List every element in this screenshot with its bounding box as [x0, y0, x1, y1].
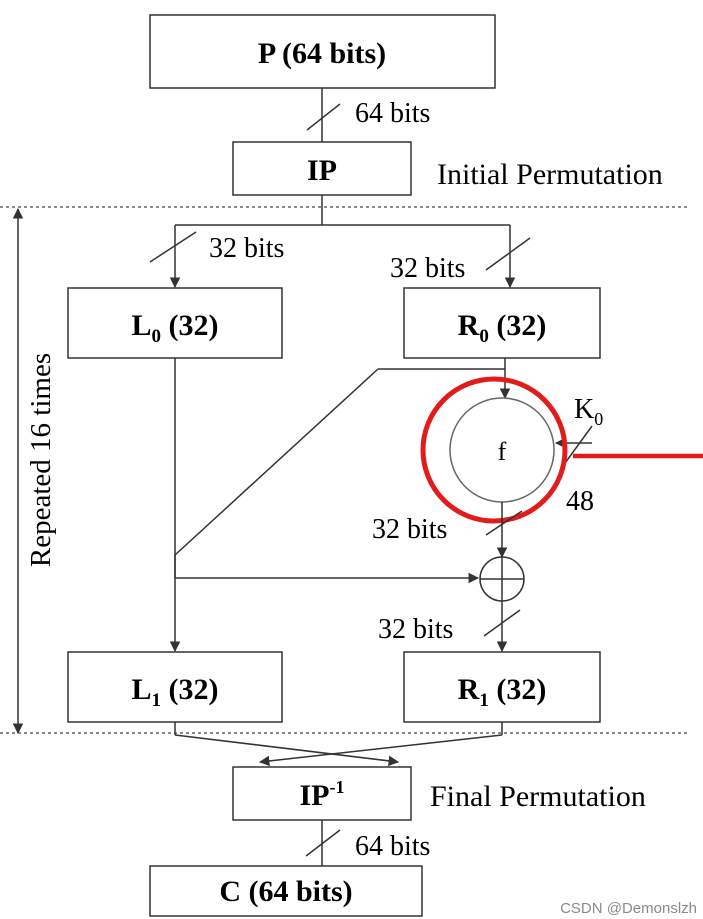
r0-box — [403, 287, 601, 359]
swap-line-right — [258, 734, 503, 767]
plaintext-box — [149, 14, 496, 89]
repeated-label: Repeated 16 times — [25, 353, 57, 567]
ip-label: IP — [307, 154, 337, 187]
bus-slash-32-f — [485, 510, 523, 536]
bus-slash-32-left — [149, 231, 197, 263]
bits-32-f-out-label: 32 bits — [372, 514, 447, 545]
bus-slash-32-right — [485, 237, 531, 271]
bits-32-right-label: 32 bits — [390, 253, 465, 284]
r0-label: R0 (32) — [458, 309, 547, 347]
bus-slash-64-bottom — [305, 829, 341, 857]
bits-64-top-label: 64 bits — [355, 98, 430, 129]
l1-label: L1 (32) — [132, 673, 219, 711]
l0-label: L0 (32) — [132, 309, 219, 347]
plaintext-label: P (64 bits) — [258, 37, 386, 70]
l1-box — [67, 651, 283, 723]
bits-32-xor-out-label: 32 bits — [378, 614, 453, 645]
r1-box — [403, 651, 601, 723]
ip-box — [232, 141, 412, 196]
ciphertext-label: C (64 bits) — [219, 875, 352, 908]
initial-permutation-label: Initial Permutation — [437, 158, 663, 191]
bits-32-left-label: 32 bits — [209, 233, 284, 264]
swap-line-left — [174, 734, 400, 767]
key-bits-label: 48 — [566, 486, 594, 517]
ip-inverse-box — [232, 766, 412, 821]
f-function-label: f — [498, 437, 507, 466]
bus-slash-64-top — [306, 103, 341, 131]
l0-box — [67, 287, 283, 359]
final-permutation-label: Final Permutation — [430, 780, 646, 813]
bus-slash-32-xor — [483, 609, 521, 637]
highlight-circle — [420, 376, 568, 524]
ip-inverse-label: IP-1 — [300, 777, 345, 812]
ciphertext-box — [149, 865, 423, 917]
watermark-text: CSDN @Demonslzh — [560, 900, 697, 917]
r0-cross-diagonal — [174, 368, 379, 556]
bits-64-bottom-label: 64 bits — [355, 831, 430, 862]
key-label: K0 — [574, 394, 603, 429]
r1-label: R1 (32) — [458, 673, 547, 711]
